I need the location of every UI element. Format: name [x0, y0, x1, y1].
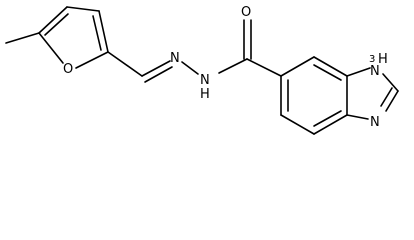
atom-furan-oxygen: O [63, 62, 73, 77]
bond-imid-n1-c7a [346, 114, 369, 120]
bond-imid-n3-c2 [382, 73, 399, 92]
bond-benz-c4-c3a-double [313, 64, 342, 81]
atom-imidazole-nitrogen-top: N [370, 64, 380, 79]
bond-carbonyl-benzene [246, 58, 282, 77]
bond-furan-c2-o [75, 51, 109, 69]
bond-benz-c7a-c7 [313, 114, 348, 135]
atom-imine-nitrogen: N [170, 51, 180, 66]
bond-n-nh [181, 61, 199, 75]
atom-imidazole-nitrogen-bottom: N [370, 115, 380, 130]
bond-benz-c5-c4 [280, 56, 315, 77]
bond-furan-c5-c4-double [44, 13, 69, 36]
bond-benz-c7a-c7-double [313, 110, 342, 127]
bond-imid-c2-n1 [385, 90, 399, 112]
bond-furan-c3-c2 [98, 10, 109, 53]
bond-furan-c3-c2-double [92, 15, 102, 51]
bond-furan-to-ch [107, 51, 143, 77]
bond-furan-c4-c3 [66, 6, 100, 12]
atom-amide-hydrogen: H [200, 87, 210, 102]
bond-imid-c3a-n3 [346, 67, 371, 77]
bond-nh-carbonyl [218, 58, 248, 74]
bond-benz-c7-c6 [280, 114, 315, 135]
atom-imidazole-hydrogen-number: 3 [369, 54, 375, 65]
atom-carbonyl-oxygen: O [241, 5, 251, 20]
bond-furan-c5-c4 [38, 6, 68, 34]
bond-imid-c2-n1-double [380, 87, 393, 107]
bond-ch-n-imine [141, 60, 171, 77]
bond-methyl [5, 32, 40, 44]
bond-furan-o-c5 [38, 32, 64, 64]
structure-canvas: O O N N H N H 3 N [5, 5, 399, 135]
atom-imidazole-hydrogen: H [378, 52, 388, 67]
bond-benz-c4-c3a [313, 56, 348, 77]
bond-ch-n-imine-double [144, 66, 173, 83]
molecule-diagram: O O N N H N H 3 N [5, 5, 399, 135]
atom-amide-nitrogen: N [200, 73, 210, 88]
